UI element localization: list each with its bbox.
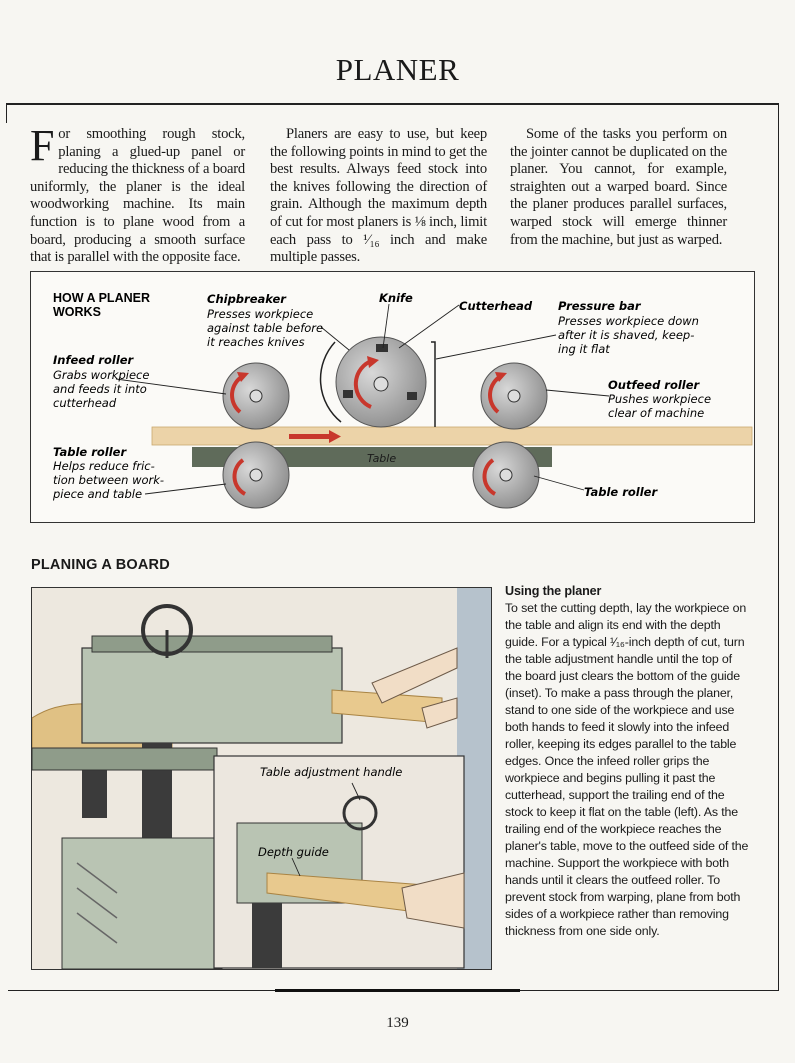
infeed-roller-desc-1: Grabs workpiece	[53, 368, 149, 382]
table-adjustment-label: Table adjustment handle	[260, 765, 402, 779]
table-roller-right-label: Table roller	[584, 485, 658, 499]
left-rule	[6, 103, 7, 123]
caption-block: Using the planer To set the cutting dept…	[505, 583, 750, 940]
table-roller-left-desc-1: Helps reduce fric-	[53, 459, 155, 473]
pressure-bar-label: Pressure bar	[558, 299, 642, 313]
caption-heading: Using the planer	[505, 584, 602, 598]
table-roller-right-graphic	[472, 441, 540, 509]
planer-top-rail	[91, 635, 333, 653]
infeed-roller-desc-3: cutterhead	[53, 396, 117, 410]
page-title: PLANER	[335, 52, 460, 87]
intro-column-3: Some of the tasks you perform on the joi…	[510, 126, 727, 249]
infeed-roller-graphic	[222, 362, 290, 430]
planing-heading: PLANING A BOARD	[31, 557, 170, 573]
infeed-roller-label: Infeed roller	[53, 353, 135, 367]
top-rule	[6, 103, 779, 105]
outfeed-roller-desc-1: Pushes workpiece	[608, 392, 711, 406]
drop-cap: F	[30, 121, 55, 170]
table-roller-left-graphic	[222, 441, 290, 509]
caption-body: To set the cutting depth, lay the workpi…	[505, 601, 749, 938]
planing-illustration-svg: Table adjustment handle Depth guide	[32, 588, 491, 969]
cutterhead-graphic	[319, 336, 436, 428]
leader-lines	[115, 303, 610, 495]
planer-body	[81, 647, 343, 744]
diagram-heading-1: HOW A PLANER	[53, 291, 150, 305]
pressure-bar-desc-2: after it is shaved, keep-	[558, 328, 694, 342]
planer-base	[61, 837, 223, 969]
outfeed-roller-label: Outfeed roller	[608, 378, 701, 392]
workpiece-board	[151, 426, 753, 446]
planing-illustration: Table adjustment handle Depth guide	[31, 587, 492, 970]
feed-arrow-shaft	[289, 434, 329, 439]
extension-table	[32, 747, 218, 771]
planer-diagram: HOW A PLANER WORKS Table	[30, 271, 755, 523]
table-roller-left-desc-3: piece and table	[52, 487, 142, 501]
feed-arrow-icon	[329, 430, 341, 443]
planer-diagram-svg: HOW A PLANER WORKS Table	[52, 291, 753, 509]
intro-text-3: Some of the tasks you perform on the joi…	[510, 126, 727, 248]
depth-guide-label: Depth guide	[258, 845, 329, 859]
intro-text-1: or smoothing rough stock, planing a glue…	[30, 126, 245, 266]
table-roller-left-label: Table roller	[53, 445, 127, 459]
outfeed-roller-graphic	[480, 362, 548, 430]
diagram-heading-2: WORKS	[53, 305, 101, 319]
table-label: Table	[367, 452, 396, 465]
arm-icon	[371, 647, 458, 704]
cutterhead-label: Cutterhead	[459, 299, 533, 313]
table-roller-left-desc-2: tion between work-	[53, 473, 164, 487]
pressure-bar-desc-1: Presses workpiece down	[558, 314, 699, 328]
chipbreaker-desc-3: it reaches knives	[207, 335, 305, 349]
page-number: 139	[386, 1015, 409, 1031]
intro-column-2: Planers are easy to use, but keep the fo…	[270, 126, 487, 267]
outfeed-roller-desc-2: clear of machine	[608, 406, 704, 420]
chipbreaker-label: Chipbreaker	[207, 292, 287, 306]
inset-handwheel-icon	[342, 795, 378, 831]
intro-text-2: Planers are easy to use, but keep the fo…	[270, 126, 487, 266]
chipbreaker-desc-2: against table before	[207, 321, 323, 335]
chipbreaker-desc-1: Presses workpiece	[207, 307, 313, 321]
knife-label: Knife	[379, 291, 413, 305]
right-rule	[778, 103, 779, 991]
pressure-bar-desc-3: ing it flat	[558, 342, 610, 356]
infeed-roller-desc-2: and feeds it into	[53, 382, 147, 396]
bottom-accent-rule	[275, 989, 520, 992]
